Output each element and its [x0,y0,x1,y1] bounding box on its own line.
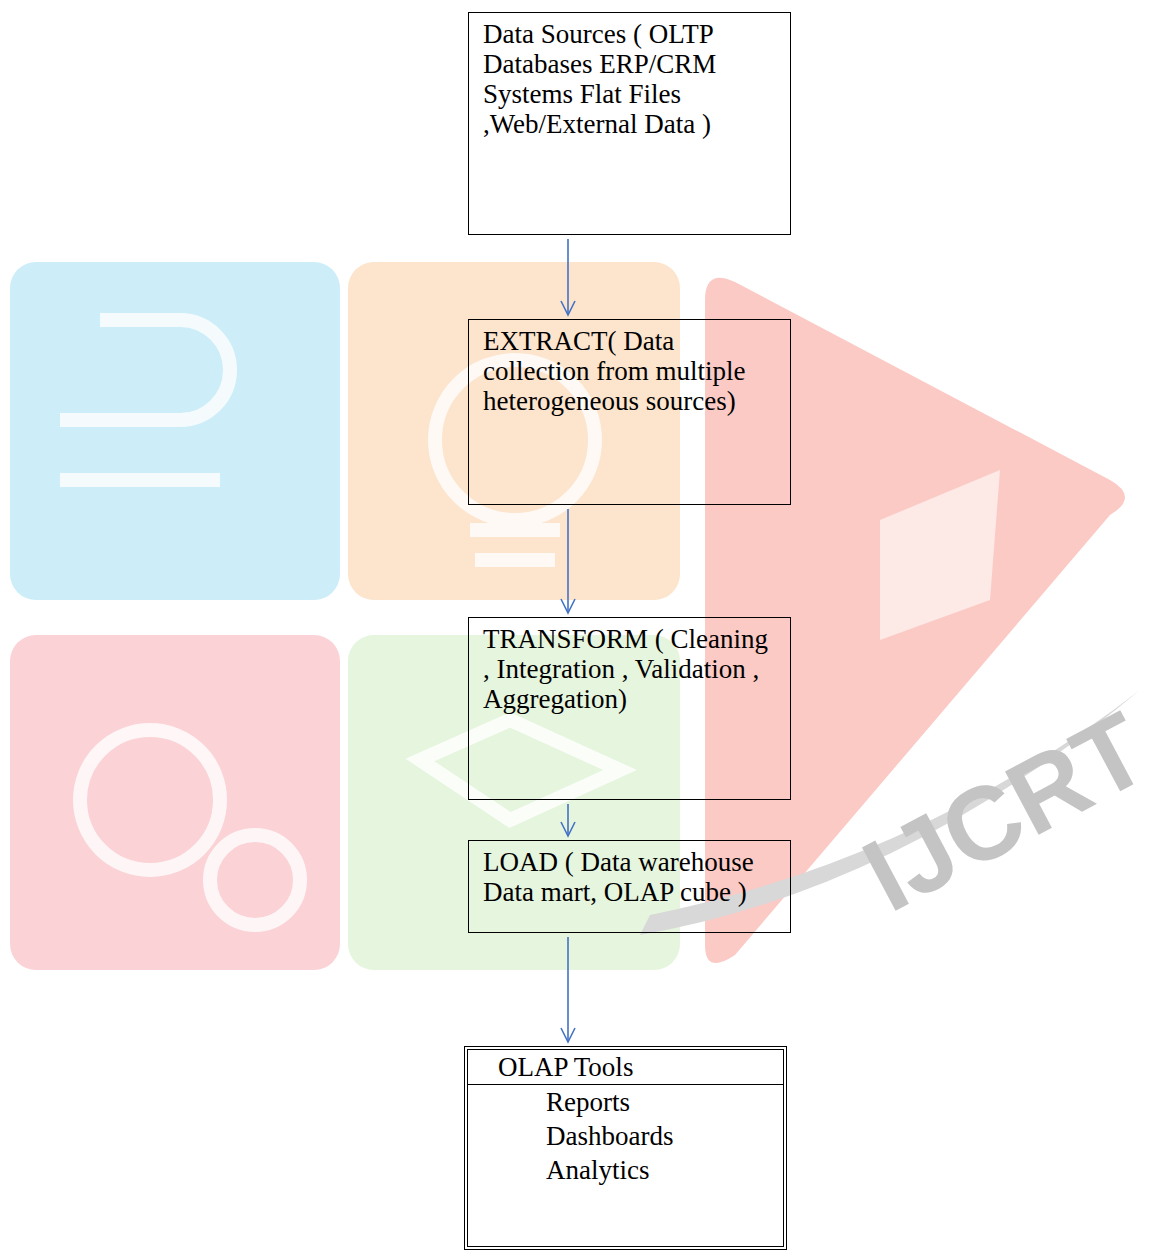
box-text: Data Sources ( OLTP Databases ERP/CRM Sy… [483,19,778,139]
box-text: EXTRACT( Data collection from multiple h… [483,326,778,416]
tool-table: OLAP ToolsReportsDashboardsAnalytics [464,1046,787,1250]
watermark-book [880,470,1000,640]
watermark-tile [10,635,340,970]
box-text: LOAD ( Data warehouse Data mart, OLAP cu… [483,847,778,907]
process-box: LOAD ( Data warehouse Data mart, OLAP cu… [468,840,791,933]
table-row: Dashboards [468,1119,783,1153]
flow-arrow [561,509,575,613]
watermark-tile [348,262,680,600]
watermark-tile [10,262,340,600]
table-row: Analytics [468,1153,783,1187]
flow-arrow [561,937,575,1042]
box-text: TRANSFORM ( Cleaning , Integration , Val… [483,624,778,714]
flow-arrow [561,239,575,315]
table-row: Reports [468,1085,783,1119]
table-heading: OLAP Tools [468,1050,783,1085]
flow-arrow [561,804,575,836]
process-box: EXTRACT( Data collection from multiple h… [468,319,791,505]
process-box: TRANSFORM ( Cleaning , Integration , Val… [468,617,791,800]
process-box: Data Sources ( OLTP Databases ERP/CRM Sy… [468,12,791,235]
